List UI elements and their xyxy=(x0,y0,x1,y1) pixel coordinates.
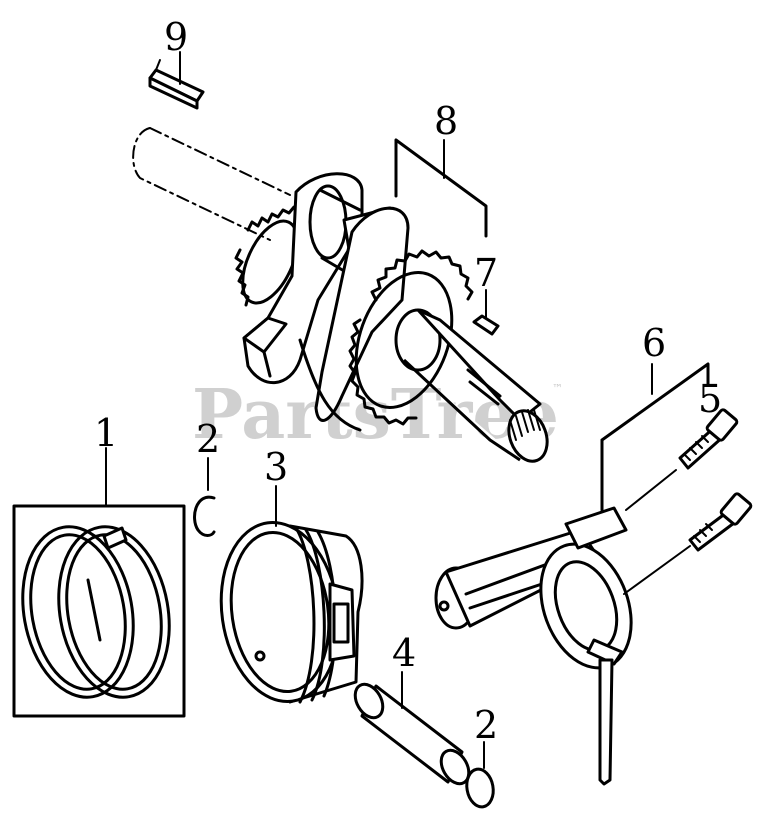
key-top-part xyxy=(148,51,205,110)
rings-box xyxy=(12,504,186,718)
callout-8: 8 xyxy=(434,99,458,143)
piston-rings-part xyxy=(12,447,186,718)
crankshaft-part xyxy=(132,127,549,463)
bolt-lower-part xyxy=(688,492,753,552)
key-small-part xyxy=(472,289,500,336)
wrist-pin-part xyxy=(353,671,471,786)
callout-2-upper: 2 xyxy=(196,417,220,461)
rod-bracket-line xyxy=(600,362,710,512)
connecting-rod-part xyxy=(434,506,633,786)
callout-9: 9 xyxy=(164,15,188,59)
bolt-leader-lines xyxy=(623,469,691,595)
callout-3: 3 xyxy=(264,445,288,489)
callout-4: 4 xyxy=(392,631,416,675)
callout-1: 1 xyxy=(94,411,118,455)
piston-part xyxy=(219,485,364,704)
callout-2-lower: 2 xyxy=(474,703,498,747)
callout-5: 5 xyxy=(698,377,722,421)
clip-upper-part xyxy=(193,457,216,537)
bolt-upper-part xyxy=(678,408,739,470)
watermark-trademark: ™ xyxy=(552,382,563,395)
clip-lower-part xyxy=(465,741,495,809)
crankshaft-bracket-line xyxy=(394,138,488,238)
callout-6: 6 xyxy=(642,321,666,365)
callout-7: 7 xyxy=(474,251,498,295)
